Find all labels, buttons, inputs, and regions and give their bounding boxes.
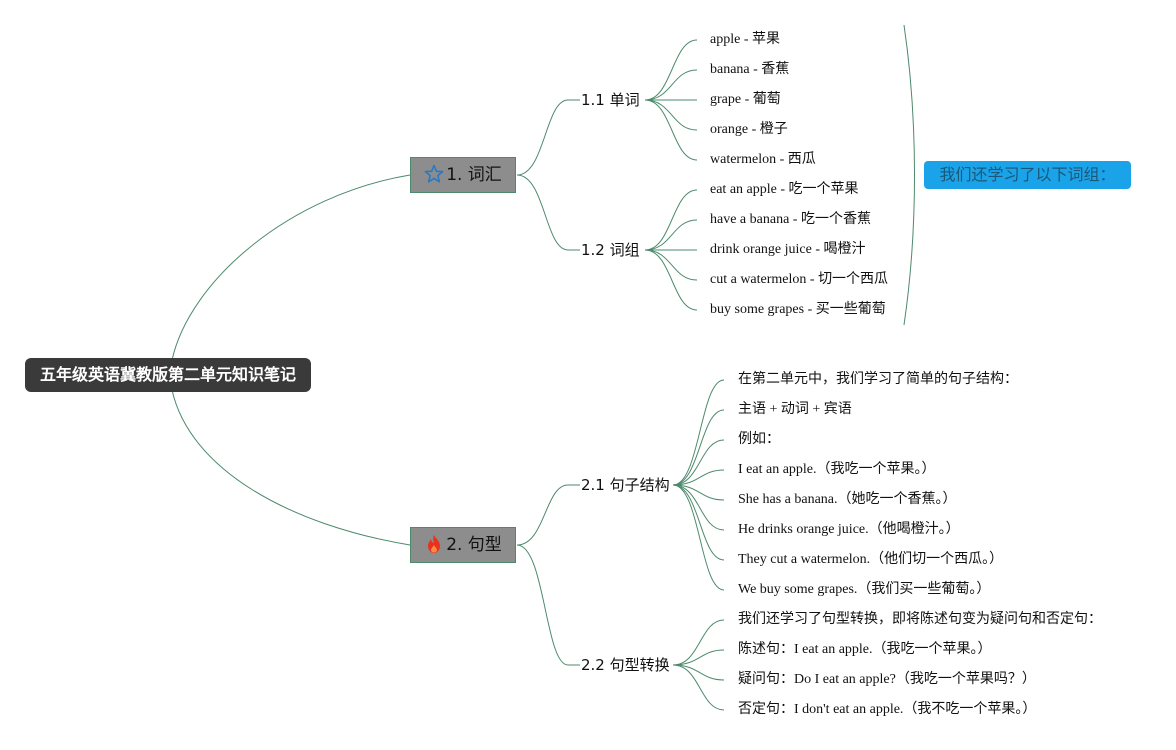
leaf-word[interactable]: apple - 苹果 bbox=[710, 32, 780, 47]
subtopic-sentence-conversion[interactable]: 2.2 句型转换 bbox=[581, 656, 670, 674]
branch-vocabulary[interactable]: 1. 词汇 bbox=[410, 157, 516, 193]
subtopic-phrases[interactable]: 1.2 词组 bbox=[581, 241, 640, 259]
leaf-sentence[interactable]: She has a banana.（她吃一个香蕉。） bbox=[738, 492, 957, 507]
root-topic[interactable]: 五年级英语冀教版第二单元知识笔记 bbox=[25, 358, 311, 392]
branch-sentences[interactable]: 2. 句型 bbox=[410, 527, 516, 563]
subtopic-sentence-structure[interactable]: 2.1 句子结构 bbox=[581, 476, 670, 494]
leaf-word[interactable]: grape - 葡萄 bbox=[710, 92, 781, 107]
fire-icon bbox=[424, 532, 444, 553]
leaf-sentence[interactable]: 主语 + 动词 + 宾语 bbox=[738, 402, 852, 417]
subtopic-words[interactable]: 1.1 单词 bbox=[581, 91, 640, 109]
leaf-sentence[interactable]: We buy some grapes.（我们买一些葡萄。） bbox=[738, 582, 991, 597]
leaf-phrase[interactable]: have a banana - 吃一个香蕉 bbox=[710, 212, 871, 227]
leaf-word[interactable]: orange - 橙子 bbox=[710, 122, 788, 137]
leaf-word[interactable]: banana - 香蕉 bbox=[710, 62, 790, 77]
leaf-sentence[interactable]: They cut a watermelon.（他们切一个西瓜。） bbox=[738, 552, 1004, 567]
leaf-phrase[interactable]: buy some grapes - 买一些葡萄 bbox=[710, 302, 886, 317]
leaf-sentence[interactable]: I eat an apple.（我吃一个苹果。） bbox=[738, 462, 936, 477]
leaf-word[interactable]: watermelon - 西瓜 bbox=[710, 152, 816, 167]
leaf-phrase[interactable]: drink orange juice - 喝橙汁 bbox=[710, 242, 866, 257]
branch-label: 1. 词汇 bbox=[446, 165, 502, 185]
leaf-conversion[interactable]: 我们还学习了句型转换，即将陈述句变为疑问句和否定句： bbox=[738, 612, 1102, 627]
branch-label: 2. 句型 bbox=[446, 535, 502, 555]
leaf-conversion[interactable]: 疑问句：Do I eat an apple?（我吃一个苹果吗？） bbox=[738, 672, 1036, 687]
leaf-conversion[interactable]: 否定句：I don't eat an apple.（我不吃一个苹果。） bbox=[738, 702, 1037, 717]
leaf-sentence[interactable]: He drinks orange juice.（他喝橙汁。） bbox=[738, 522, 960, 537]
leaf-conversion[interactable]: 陈述句：I eat an apple.（我吃一个苹果。） bbox=[738, 642, 992, 657]
leaf-sentence[interactable]: 例如： bbox=[738, 432, 780, 447]
leaf-phrase[interactable]: cut a watermelon - 切一个西瓜 bbox=[710, 272, 889, 287]
summary-label[interactable]: 我们还学习了以下词组： bbox=[924, 161, 1131, 189]
star-icon bbox=[424, 162, 444, 183]
leaf-phrase[interactable]: eat an apple - 吃一个苹果 bbox=[710, 182, 859, 197]
leaf-sentence[interactable]: 在第二单元中，我们学习了简单的句子结构： bbox=[738, 372, 1018, 387]
